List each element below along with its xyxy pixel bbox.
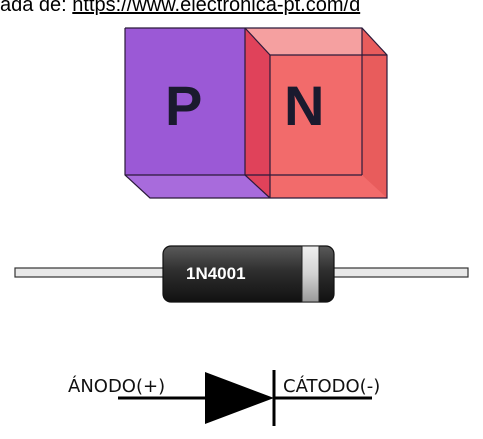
p-label: P	[165, 74, 202, 137]
diode-triangle	[205, 372, 274, 424]
anode-label: ÁNODO(+)	[68, 375, 165, 397]
p-region-front	[125, 28, 245, 175]
diode-component: 1N4001	[14, 245, 469, 303]
cathode-label: CÁTODO(-)	[283, 375, 380, 397]
part-number-label: 1N4001	[186, 264, 246, 283]
source-link[interactable]: https://www.electronica-pt.com/d	[72, 0, 361, 16]
left-lead	[14, 267, 166, 278]
p-region-bottom	[125, 175, 270, 198]
source-caption: ada de: https://www.electronica-pt.com/d	[0, 0, 483, 17]
pn-junction-block: P N	[124, 27, 388, 199]
junction-face	[245, 28, 270, 198]
n-region-top	[245, 28, 387, 55]
diode-symbol: ÁNODO(+) CÁTODO(-)	[68, 370, 380, 426]
n-label: N	[284, 74, 324, 137]
cathode-band	[301, 245, 320, 303]
n-region-side	[362, 28, 387, 198]
diode-body	[162, 245, 335, 303]
right-lead	[332, 267, 469, 278]
caption-prefix: ada de:	[0, 0, 73, 16]
